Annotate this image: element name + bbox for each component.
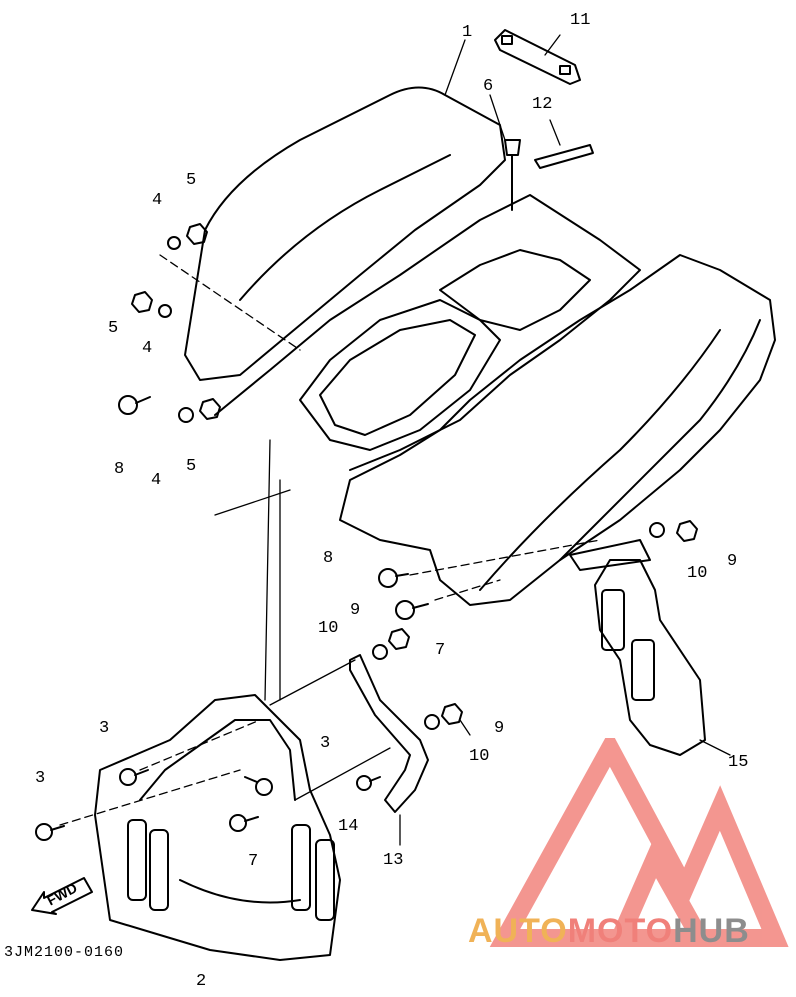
callout-4: 4 xyxy=(152,191,163,210)
callout-7: 7 xyxy=(248,852,259,871)
callout-3: 3 xyxy=(99,719,110,738)
callout-1: 1 xyxy=(462,23,473,42)
callout-10: 10 xyxy=(318,619,339,638)
callout-9: 9 xyxy=(727,552,738,571)
callout-11: 11 xyxy=(570,11,591,30)
brand-hub: HUB xyxy=(673,912,750,950)
callout-10: 10 xyxy=(687,564,708,583)
fasteners xyxy=(35,139,698,841)
callout-5: 5 xyxy=(108,319,119,338)
forward-direction-arrow: FWD xyxy=(30,876,94,916)
diagram-part-code: 3JM2100-0160 xyxy=(4,944,125,961)
callout-5: 5 xyxy=(186,171,197,190)
automotohub-logo-mark xyxy=(489,738,789,947)
callout-8: 8 xyxy=(114,460,125,479)
arrow-left-icon xyxy=(31,877,93,915)
leader-lines xyxy=(59,34,731,846)
callout-4: 4 xyxy=(142,339,153,358)
rear-fender-part-1 xyxy=(184,86,776,606)
bracket-part-13 xyxy=(349,654,429,813)
callout-3: 3 xyxy=(35,769,46,788)
callout-6: 6 xyxy=(483,77,494,96)
callout-9: 9 xyxy=(350,601,361,620)
brand-auto: AUTO xyxy=(468,912,568,950)
callout-10: 10 xyxy=(469,747,490,766)
callout-12: 12 xyxy=(532,95,553,114)
band-part-11 xyxy=(494,29,581,85)
callout-7: 7 xyxy=(435,641,446,660)
mud-flap-part-2 xyxy=(94,694,341,961)
callout-3: 3 xyxy=(320,734,331,753)
callout-5: 5 xyxy=(186,457,197,476)
side-guard-part-15 xyxy=(569,539,706,756)
callout-14: 14 xyxy=(338,817,359,836)
callout-15: 15 xyxy=(728,753,749,772)
callout-8: 8 xyxy=(323,549,334,568)
brand-moto: MOTO xyxy=(567,912,674,950)
callout-13: 13 xyxy=(383,851,404,870)
brand-watermark-text: AUTOMOTOHUB xyxy=(468,912,750,951)
strip-part-12 xyxy=(534,144,594,169)
callout-9: 9 xyxy=(494,719,505,738)
callout-4: 4 xyxy=(151,471,162,490)
callout-2: 2 xyxy=(196,972,207,991)
